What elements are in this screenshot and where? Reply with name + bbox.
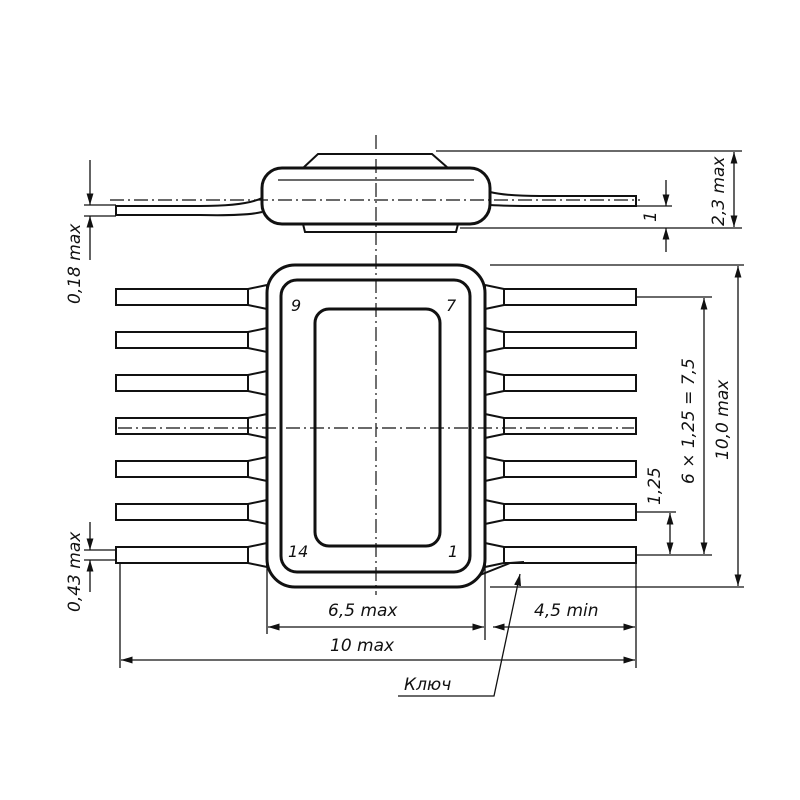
- pitch-total-label: 6 × 1,25 = 7,5: [679, 358, 699, 484]
- lead-left-flare-6: [247, 499, 268, 525]
- lead-right-6: [503, 503, 637, 521]
- leads-group: [115, 284, 637, 568]
- key-label: Ключ: [404, 675, 451, 695]
- lead-left-flare-3: [247, 370, 268, 396]
- labels: 0,18 max 2,3 max 1 10,0 max 6 × 1,25 = 7…: [65, 156, 733, 695]
- lead-right-5: [503, 460, 637, 478]
- lead-right-flare-2: [484, 327, 505, 353]
- lead-right-3: [503, 374, 637, 392]
- lead-right-flare-1: [484, 284, 505, 310]
- lead-left-4: [115, 417, 249, 435]
- lead-left-flare-2: [247, 327, 268, 353]
- lead-left-flare-7: [247, 542, 268, 568]
- pin-label-7: 7: [446, 296, 457, 315]
- height-total-label: 2,3 max: [709, 156, 729, 226]
- lead-right-7: [503, 546, 637, 564]
- dimension-lines: [84, 150, 744, 697]
- standoff-label: 1: [641, 211, 661, 222]
- pitch-label: 1,25: [645, 467, 665, 505]
- lead-right-flare-3: [484, 370, 505, 396]
- lead-right-1: [503, 288, 637, 306]
- pin-label-1: 1: [448, 542, 458, 561]
- lead-right-flare-4: [484, 413, 505, 439]
- body-width-label: 6,5 max: [328, 601, 398, 621]
- key-notch: [479, 561, 525, 576]
- lead-left-flare-1: [247, 284, 268, 310]
- centerlines: [110, 135, 640, 595]
- overall-width-label: 10 max: [330, 636, 395, 656]
- lead-right-2: [503, 331, 637, 349]
- pin-label-14: 14: [288, 542, 308, 561]
- lead-right-flare-6: [484, 499, 505, 525]
- lead-right-flare-5: [484, 456, 505, 482]
- lead-left-7: [115, 546, 249, 564]
- lead-left-3: [115, 374, 249, 392]
- lead-left-1: [115, 288, 249, 306]
- lead-left-flare-5: [247, 456, 268, 482]
- lead-right-flare-7: [484, 542, 505, 568]
- lead-right-4: [503, 417, 637, 435]
- body-length-label: 10,0 max: [713, 379, 733, 460]
- lead-width-label: 0,43 max: [65, 531, 85, 612]
- lead-left-6: [115, 503, 249, 521]
- pin-label-9: 9: [291, 296, 301, 315]
- lead-left-2: [115, 331, 249, 349]
- lead-left-flare-4: [247, 413, 268, 439]
- lead-length-label: 4,5 min: [534, 601, 599, 621]
- lead-thickness-label: 0,18 max: [65, 223, 85, 304]
- lead-left-5: [115, 460, 249, 478]
